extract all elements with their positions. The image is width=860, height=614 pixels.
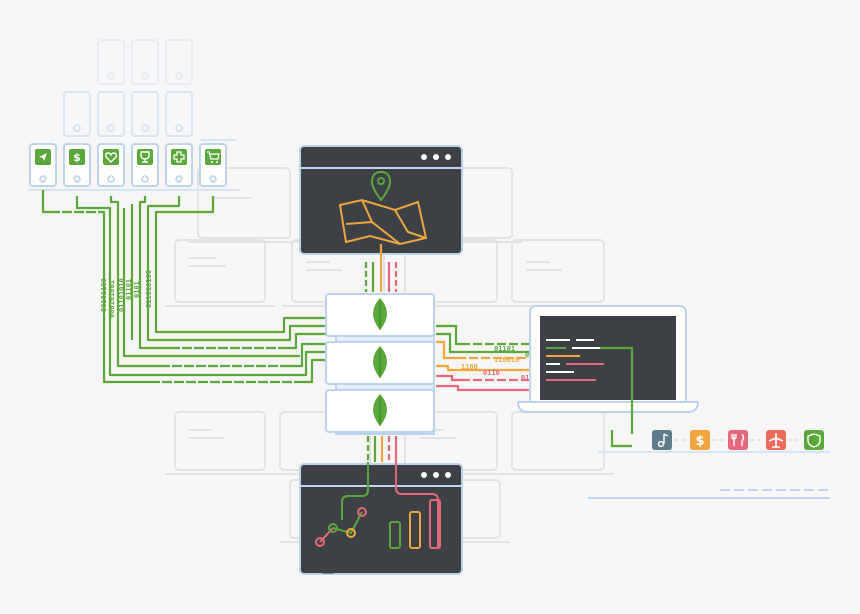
top-to-server-lines xyxy=(364,262,398,292)
phone-row-front: $ xyxy=(29,143,227,187)
right-connection-lines xyxy=(436,324,596,392)
binary-label: 110010 xyxy=(494,356,519,364)
phone-grid: $ xyxy=(28,39,236,191)
binary-label: 00101100 xyxy=(100,278,108,312)
phone-device xyxy=(199,143,227,187)
phone-device xyxy=(97,143,125,187)
bottom-window xyxy=(299,462,463,575)
phone-device xyxy=(131,143,159,187)
airplane-icon xyxy=(766,430,786,450)
svg-text:$: $ xyxy=(695,434,704,449)
svg-text:$: $ xyxy=(73,151,81,164)
bg-laptop xyxy=(502,239,614,307)
laptop xyxy=(516,305,700,434)
location-arrow-icon xyxy=(35,149,51,165)
phone-device xyxy=(29,143,57,187)
binary-label: 1100 xyxy=(461,363,478,371)
window-control-dot xyxy=(433,472,439,478)
medical-cross-icon xyxy=(171,149,187,165)
dollar-icon: $ xyxy=(690,430,710,450)
phone-device xyxy=(165,143,193,187)
bg-laptop xyxy=(502,411,614,475)
phone-device: $ xyxy=(63,143,91,187)
window-control-dot xyxy=(445,154,451,160)
server-unit xyxy=(325,341,435,385)
window-control-dot xyxy=(433,154,439,160)
music-note-icon xyxy=(652,430,672,450)
binary-label: 0110 xyxy=(483,369,500,377)
shield-icon xyxy=(804,430,824,450)
left-connection-lines xyxy=(41,190,328,384)
phone-row-middle xyxy=(63,91,193,137)
bg-laptop xyxy=(165,411,275,475)
bg-laptop xyxy=(165,239,275,307)
laptop-screen-lines xyxy=(546,339,604,381)
binary-label: 01101010 xyxy=(118,278,126,312)
shopping-cart-icon xyxy=(205,149,221,165)
window-control-dot xyxy=(421,472,427,478)
line-bar-chart-icon xyxy=(315,462,441,549)
server-to-bottom-lines xyxy=(366,436,398,462)
server-unit xyxy=(325,293,435,337)
binary-label: 011010100 xyxy=(145,270,153,308)
fork-knife-icon xyxy=(728,430,748,450)
server-unit xyxy=(325,389,435,433)
phone-row-faint xyxy=(97,39,193,85)
server-stack xyxy=(325,293,435,435)
binary-label: 000101001 xyxy=(108,280,116,318)
top-window xyxy=(299,145,463,262)
heart-icon xyxy=(103,149,119,165)
decorative-lines xyxy=(588,489,830,499)
window-control-dot xyxy=(421,154,427,160)
binary-label: 01101 xyxy=(125,279,133,300)
dollar-icon: $ xyxy=(69,149,85,165)
right-icon-row: $ xyxy=(598,430,830,453)
trophy-icon xyxy=(137,149,153,165)
map-pin-icon xyxy=(338,170,428,246)
window-control-dot xyxy=(445,472,451,478)
binary-label: 0101 xyxy=(133,281,141,298)
binary-label: 01101 xyxy=(494,345,515,353)
